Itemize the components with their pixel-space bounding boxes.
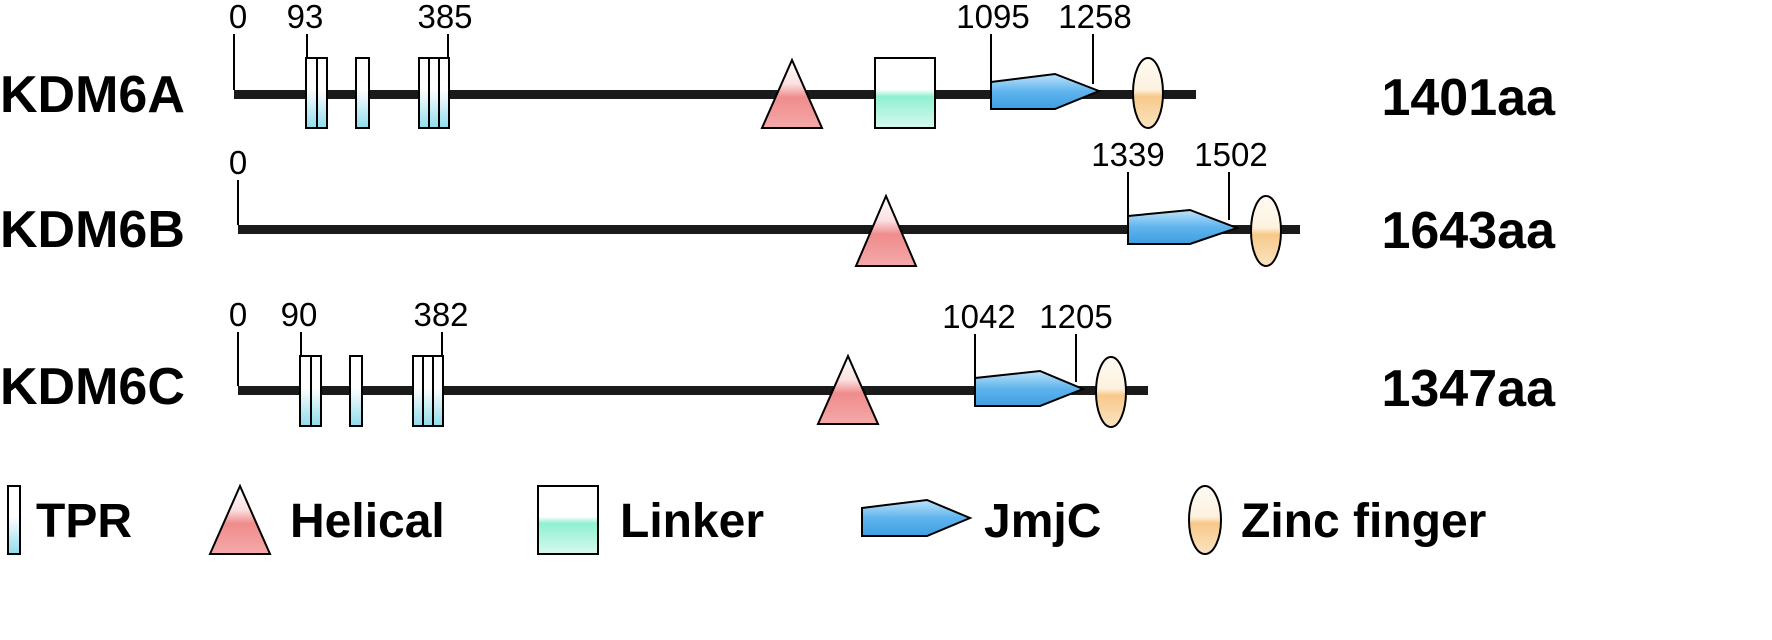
legend-item-zinc-finger: Zinc finger xyxy=(1188,485,1486,555)
jmjc-domain xyxy=(990,72,1102,110)
legend: TPR Helical Linker JmjC Zinc finger xyxy=(7,483,1486,555)
zinc-finger-legend-swatch xyxy=(1188,485,1222,555)
linker-domain xyxy=(874,57,936,129)
position-label: 1042 xyxy=(942,298,1015,335)
legend-label-helical: Helical xyxy=(290,495,445,548)
protein-backbone xyxy=(238,386,1148,395)
position-label: 382 xyxy=(413,296,468,333)
legend-label-tpr: TPR xyxy=(36,495,132,548)
position-label: 1095 xyxy=(956,0,1029,35)
tpr-domain xyxy=(299,355,322,427)
protein-row-kdm6b: KDM6B 1643aa 0 1339 1502 xyxy=(0,136,1556,267)
tpr-domain xyxy=(418,57,450,129)
position-label: 385 xyxy=(417,0,472,35)
position-label: 90 xyxy=(281,296,318,333)
protein-backbone xyxy=(238,225,1300,234)
position-label: 1339 xyxy=(1091,136,1164,173)
helical-domain xyxy=(760,57,824,129)
linker-legend-swatch xyxy=(537,485,599,555)
protein-backbone xyxy=(234,90,1196,99)
protein-row-kdm6a: KDM6A 1401aa 0 93 385 1095 1258 xyxy=(0,0,1556,129)
legend-label-linker: Linker xyxy=(620,495,764,548)
protein-length-kdm6b: 1643aa xyxy=(1381,202,1556,260)
position-label: 0 xyxy=(229,0,247,35)
position-label: 1502 xyxy=(1194,136,1267,173)
protein-name-kdm6b: KDM6B xyxy=(0,201,185,259)
legend-item-jmjc: JmjC xyxy=(861,495,1101,548)
tpr-legend-swatch xyxy=(7,485,21,555)
protein-name-kdm6a: KDM6A xyxy=(0,66,185,124)
protein-length-kdm6c: 1347aa xyxy=(1381,360,1556,418)
tpr-domain xyxy=(305,57,328,129)
position-label: 1205 xyxy=(1039,298,1112,335)
zinc-finger-domain xyxy=(1095,356,1127,428)
position-label: 1258 xyxy=(1058,0,1131,35)
jmjc-legend-swatch xyxy=(861,498,973,537)
position-label: 0 xyxy=(229,144,247,181)
protein-length-kdm6a: 1401aa xyxy=(1381,69,1556,127)
tpr-domain xyxy=(412,355,444,427)
legend-item-tpr: TPR xyxy=(7,485,132,555)
helical-legend-swatch xyxy=(208,483,272,555)
jmjc-domain xyxy=(1127,208,1240,245)
protein-row-kdm6c: KDM6C 1347aa 0 90 382 1042 1205 xyxy=(0,296,1556,428)
tpr-domain xyxy=(349,355,363,427)
zinc-finger-domain xyxy=(1132,57,1164,129)
protein-name-kdm6c: KDM6C xyxy=(0,358,185,416)
legend-label-zinc-finger: Zinc finger xyxy=(1241,495,1486,548)
legend-label-jmjc: JmjC xyxy=(984,495,1101,548)
legend-item-linker: Linker xyxy=(537,485,764,555)
position-label: 93 xyxy=(287,0,324,35)
legend-item-helical: Helical xyxy=(208,483,445,555)
helical-domain xyxy=(854,193,918,267)
jmjc-domain xyxy=(974,369,1086,407)
zinc-finger-domain xyxy=(1250,195,1282,267)
position-label: 0 xyxy=(229,296,247,333)
helical-domain xyxy=(816,353,880,425)
tpr-domain xyxy=(355,57,370,129)
